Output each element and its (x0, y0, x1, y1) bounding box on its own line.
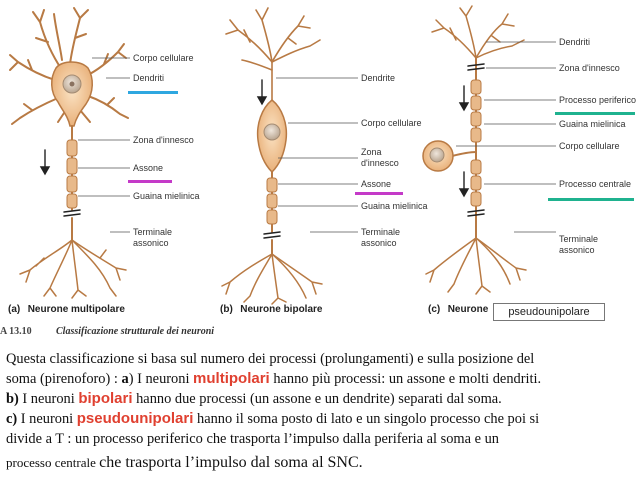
label-multipolar-terminals-2: assonico (133, 238, 169, 248)
caption-c-letter: (c) (428, 304, 440, 315)
label-bipolar-terminals-1: Terminale (361, 227, 400, 237)
label-bipolar-hillock-2: d'innesco (361, 158, 399, 168)
bipolar-terminals (221, 253, 323, 305)
bipolar-leaders (276, 77, 358, 233)
underline-multipolar-axon (128, 180, 172, 183)
underline-multipolar-dendrites (128, 91, 178, 94)
caption-b-letter: (b) (220, 304, 233, 315)
pseudounipolar-neuron (422, 5, 527, 295)
caption-multipolar: (a) Neurone multipolare (8, 299, 125, 316)
pseudounipolar-dendrites (431, 5, 525, 59)
label-bipolar-terminals-2: assonico (361, 238, 397, 248)
multipolar-axon (63, 125, 81, 241)
pseudounipolar-peripheral (467, 57, 485, 151)
caption-bipolar: (b) Neurone bipolare (220, 299, 323, 316)
label-pseudo-terminals-1: Terminale (559, 234, 598, 244)
desc-line3-pre: I neuroni (18, 391, 79, 407)
pseudounipolar-nucleus (429, 147, 445, 163)
desc-line4-c: c) (6, 411, 18, 427)
desc-line4-pre: I neuroni (17, 411, 77, 427)
label-pseudo-peripheral: Processo periferico (559, 95, 636, 105)
bipolar-arrow (256, 79, 268, 106)
label-bipolar-hillock-1: Zona (361, 147, 382, 157)
desc-line2-mid: ) I neuroni (128, 371, 194, 387)
desc-line4-post: hanno il soma posto di lato e un singolo… (193, 411, 540, 427)
desc-line6-big: che trasporta l’impulso dal soma al SNC. (99, 454, 363, 471)
desc-line-3: b) I neuroni bipolari hanno due processi… (6, 389, 636, 409)
desc-line2-pre: soma (pirenoforo) : (6, 371, 122, 387)
label-bipolar-axon: Assone (361, 179, 391, 189)
underline-pseudo-peripheral (555, 112, 635, 115)
label-pseudo-hillock: Zona d'innesco (559, 63, 620, 73)
pseudounipolar-arrows (458, 85, 470, 198)
caption-b-text: Neurone bipolare (240, 304, 323, 315)
desc-line3-b: b) (6, 391, 19, 407)
desc-line-1: Questa classificazione si basa sul numer… (6, 351, 535, 367)
bipolar-dendrite-tree (225, 7, 321, 101)
label-pseudo-myelin: Guaina mielinica (559, 119, 626, 129)
desc-line2-post: hanno più processi: un assone e molti de… (269, 371, 542, 387)
pseudounipolar-terminals (425, 237, 527, 295)
desc-line3-post: hanno due processi (un assone e un dendr… (132, 391, 502, 407)
caption-pseudounipolar: (c) Neurone (428, 299, 489, 316)
multipolar-leaders (78, 57, 130, 233)
label-bipolar-dendrite: Dendrite (361, 73, 395, 83)
description-text: Questa classificazione si basa sul numer… (6, 349, 636, 473)
bipolar-nucleus (263, 123, 281, 141)
multipolar-arrow (39, 149, 51, 176)
bipolar-axon (263, 171, 281, 255)
label-multipolar-hillock: Zona d'innesco (133, 135, 194, 145)
label-multipolar-dendrites: Dendriti (133, 73, 164, 83)
desc-line2-a: a (121, 371, 129, 387)
desc-line-4: c) I neuroni pseudounipolari hanno il so… (6, 409, 636, 429)
multipolar-terminals (19, 239, 127, 299)
caption-a-text: Neurone multipolare (28, 304, 126, 315)
pseudounipolare-label-box: pseudounipolare (493, 303, 605, 321)
caption-a-letter: (a) (8, 304, 20, 315)
desc-line6-small: processo centrale (6, 455, 100, 470)
neuron-classification-diagram: Corpo cellulare Dendriti Zona d'innesco … (0, 5, 636, 337)
label-multipolar-myelin: Guaina mielinica (133, 191, 200, 201)
label-pseudo-dendrites: Dendriti (559, 37, 590, 47)
label-multipolar-soma: Corpo cellulare (133, 53, 194, 63)
multipolar-soma (51, 61, 93, 127)
desc-line-5: divide a T : un processo periferico che … (6, 431, 499, 447)
pseudounipolar-leaders (456, 41, 556, 233)
label-bipolar-myelin: Guaina mielinica (361, 201, 428, 211)
label-pseudo-central: Processo centrale (559, 179, 631, 189)
label-multipolar-axon: Assone (133, 163, 163, 173)
label-pseudo-terminals-2: assonico (559, 245, 595, 255)
highlight-bipolari: bipolari (78, 390, 133, 407)
underline-pseudo-central (548, 198, 634, 201)
figure-title: Classificazione strutturale dei neuroni (56, 326, 214, 337)
label-multipolar-terminals-1: Terminale (133, 227, 172, 237)
desc-line-2: soma (pirenoforo) : a) I neuroni multipo… (6, 369, 636, 389)
desc-line-6: processo centrale che trasporta l’impuls… (6, 453, 636, 473)
bipolar-neuron (221, 7, 323, 305)
underline-bipolar-axon (355, 192, 403, 195)
highlight-multipolari: multipolari (193, 370, 270, 387)
caption-c-text: Neurone (448, 304, 489, 315)
multipolar-neuron (9, 7, 129, 299)
highlight-pseudounipolari: pseudounipolari (76, 410, 194, 427)
figure-number: A 13.10 (0, 326, 32, 337)
label-bipolar-soma: Corpo cellulare (361, 118, 422, 128)
pseudounipolar-central (467, 149, 485, 239)
label-pseudo-soma: Corpo cellulare (559, 141, 620, 151)
